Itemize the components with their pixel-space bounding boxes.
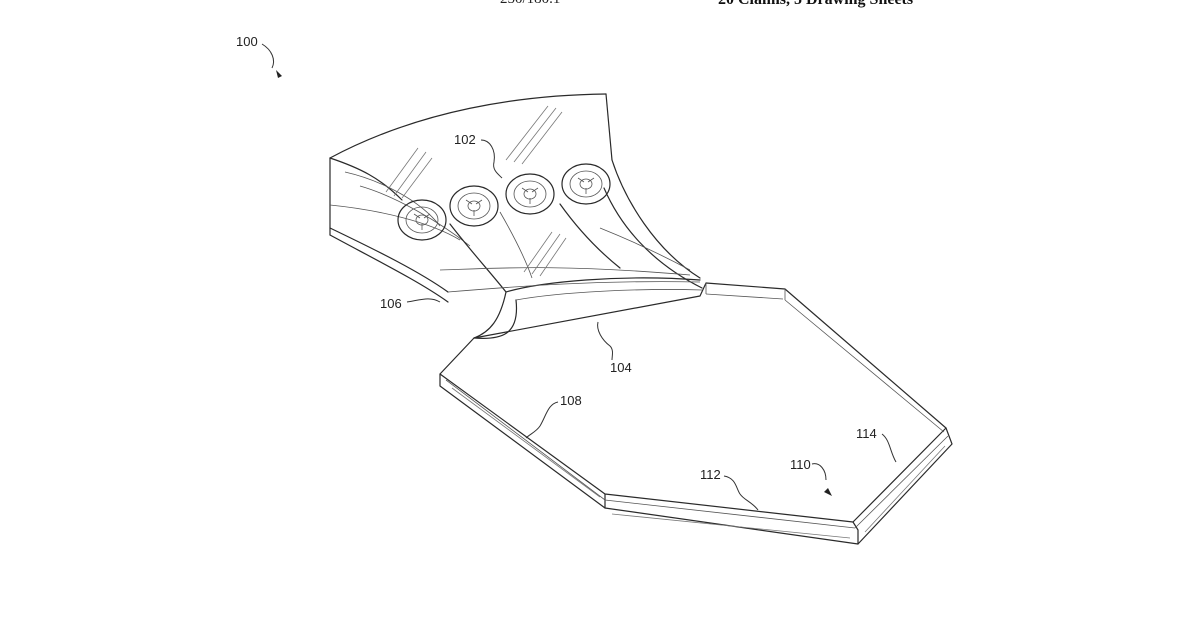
ref-label-110: 110	[790, 457, 811, 472]
emitter-housing	[329, 93, 703, 339]
ref-label-104: 104	[610, 360, 632, 375]
emitter-lens-1	[397, 199, 447, 241]
ref-label-112: 112	[700, 467, 721, 482]
arrow-100-icon	[276, 70, 282, 78]
ref-label-100: 100	[236, 34, 258, 49]
emitter-lens-4	[561, 163, 611, 205]
hexagonal-base-plate	[439, 282, 953, 545]
emitter-lens-2	[449, 185, 499, 227]
ref-label-106: 106	[380, 296, 402, 311]
ref-label-102: 102	[454, 132, 476, 147]
header-claims-text: 20 Claims, 5 Drawing Sheets	[718, 0, 913, 9]
ref-label-114: 114	[856, 426, 877, 441]
header-classification-text: 250/180.1	[500, 0, 560, 8]
arrow-110-icon	[824, 488, 832, 496]
leader-lines	[261, 43, 897, 511]
ref-label-108: 108	[560, 393, 582, 408]
emitter-lens-3	[505, 173, 555, 215]
